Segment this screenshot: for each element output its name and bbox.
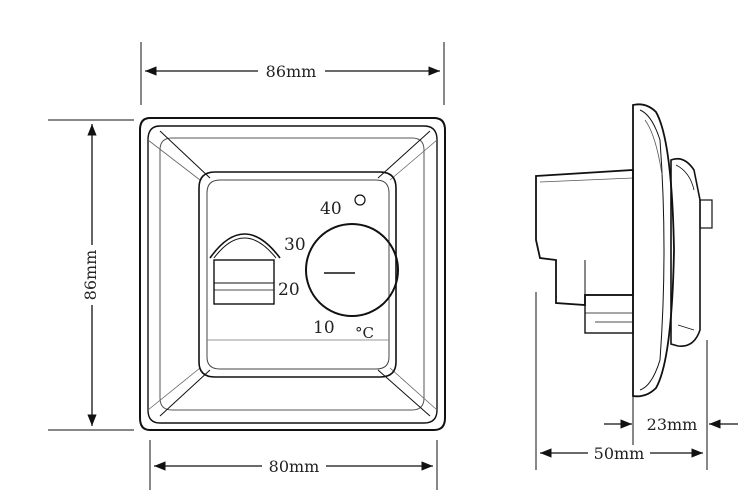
- scale-label-10: 10: [313, 318, 335, 338]
- scale-label-40: 40: [320, 199, 342, 219]
- inner-width-dimension-label: 80mm: [269, 457, 320, 476]
- front-view: [48, 42, 446, 490]
- width-dimension-label: 86mm: [266, 62, 317, 81]
- scale-label-20: 20: [278, 280, 300, 300]
- scale-label-30: 30: [284, 235, 306, 255]
- side-view: [535, 103, 713, 470]
- scale-unit-label: °C: [355, 324, 374, 342]
- front-depth-dimension-label: 23mm: [647, 415, 698, 434]
- total-depth-dimension-label: 50mm: [594, 444, 645, 463]
- height-dimension-label: 86mm: [81, 250, 100, 301]
